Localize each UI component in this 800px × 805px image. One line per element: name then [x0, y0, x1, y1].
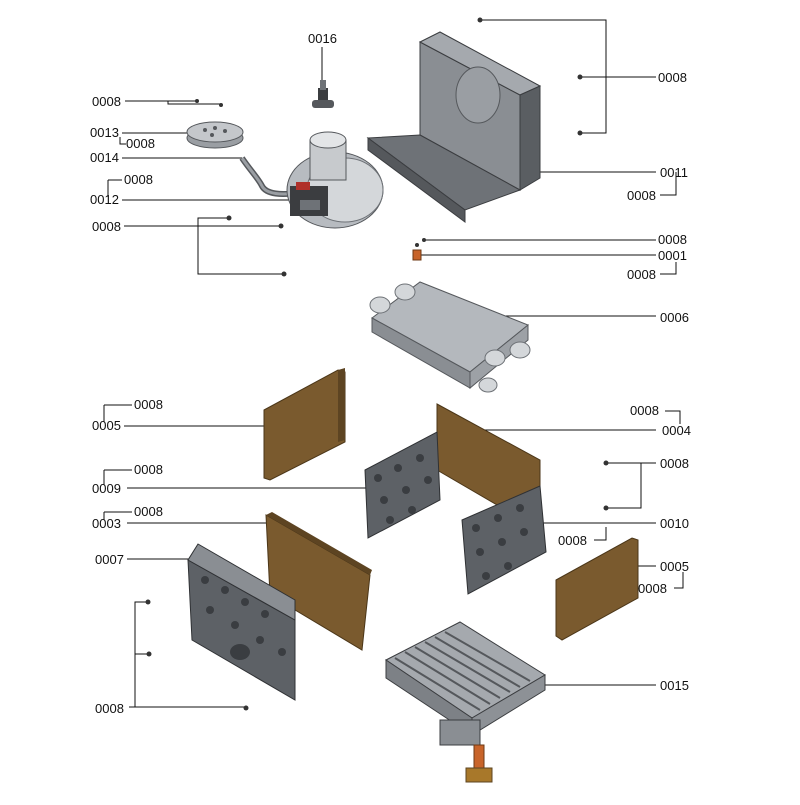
label-0003: 0003: [92, 516, 121, 531]
label-0008: 0008: [134, 504, 163, 519]
label-0005: 0005: [92, 418, 121, 433]
insulation-panel-icon: [263, 368, 639, 651]
side-panel-icon: [187, 431, 547, 701]
label-0001: 0001: [658, 248, 687, 263]
label-0010: 0010: [660, 516, 689, 531]
label-0008: 0008: [558, 533, 587, 548]
label-0004: 0004: [662, 423, 691, 438]
fan-assembly-icon: [286, 131, 384, 229]
label-0005: 0005: [660, 559, 689, 574]
label-0008: 0008: [658, 232, 687, 247]
back-panel-icon: [366, 31, 542, 223]
label-0016: 0016: [308, 31, 337, 46]
label-0009: 0009: [92, 481, 121, 496]
label-0011: 0011: [660, 165, 688, 180]
label-0015: 0015: [660, 678, 689, 693]
burner-assembly-icon: [385, 621, 546, 783]
screw-icon: [145, 17, 609, 711]
label-0013: 0013: [90, 125, 119, 140]
label-0008: 0008: [92, 219, 121, 234]
label-0007: 0007: [95, 552, 124, 567]
label-0008: 0008: [126, 136, 155, 151]
label-0006: 0006: [660, 310, 689, 325]
fitting-icon: [412, 243, 422, 261]
hose-icon: [239, 156, 301, 197]
label-0008: 0008: [95, 701, 124, 716]
burner-cap-icon: [186, 121, 244, 149]
leader-lines: [103, 19, 684, 708]
label-0008: 0008: [638, 581, 667, 596]
label-0008: 0008: [92, 94, 121, 109]
label-0008: 0008: [134, 397, 163, 412]
label-0014: 0014: [90, 150, 119, 165]
heat-exchanger-icon: [369, 281, 531, 393]
label-0008: 0008: [630, 403, 659, 418]
label-0008: 0008: [627, 267, 656, 282]
label-0008: 0008: [124, 172, 153, 187]
label-0008: 0008: [658, 70, 687, 85]
label-0008: 0008: [627, 188, 656, 203]
label-0008: 0008: [134, 462, 163, 477]
sensor-part-icon: [312, 80, 334, 108]
label-0008: 0008: [660, 456, 689, 471]
label-0012: 0012: [90, 192, 119, 207]
part-labels: 0016 0008 0013 0008 0014 0008 0012 0008 …: [90, 31, 691, 716]
